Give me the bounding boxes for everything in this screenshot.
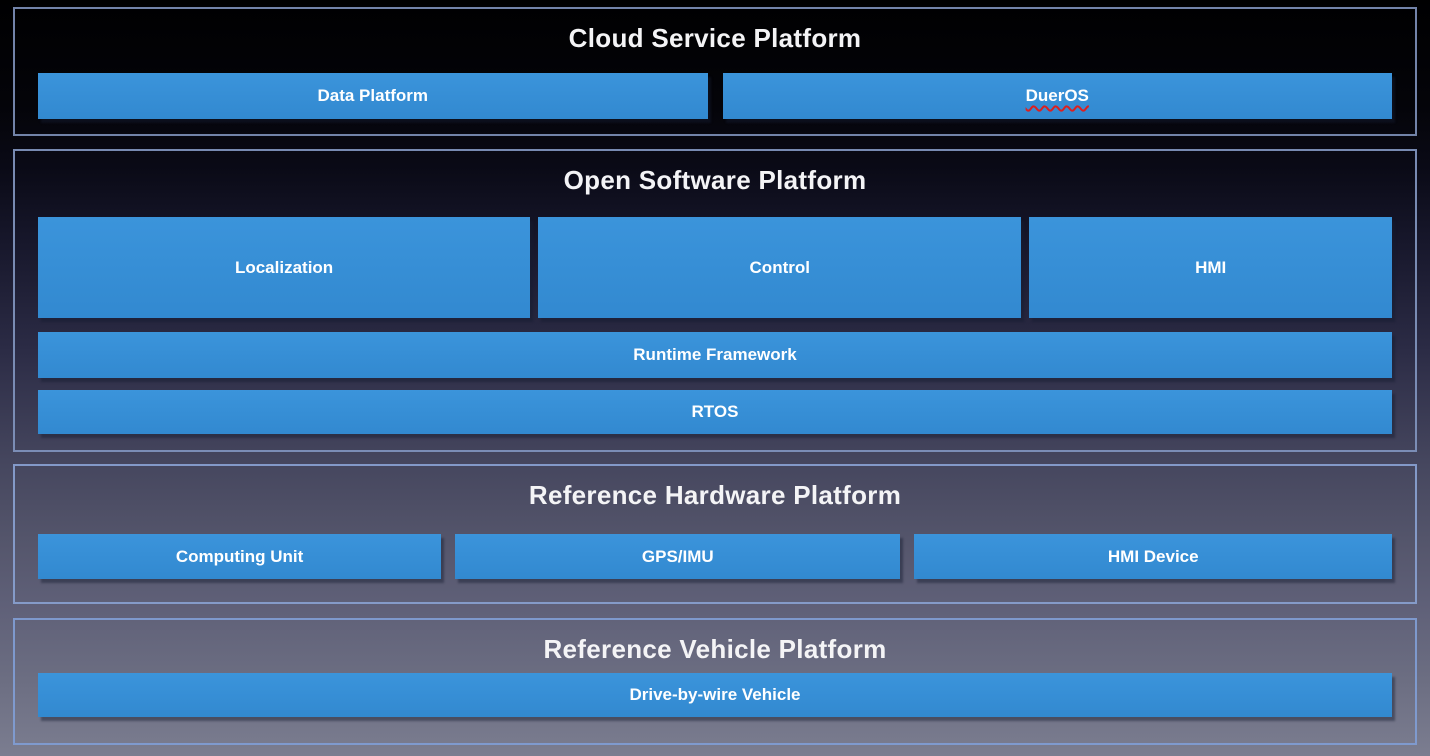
runtime-framework-row: Runtime Framework [15,332,1415,378]
box-hmi-device: HMI Device [914,534,1392,579]
box-label-misspelled: DuerOS [1025,86,1089,105]
vehicle-box-row: Drive-by-wire Vehicle [15,673,1415,717]
box-label: HMI Device [1107,546,1199,566]
box-rtos: RTOS [38,390,1392,434]
software-module-row: Localization Control HMI [15,217,1415,318]
box-gps-imu: GPS/IMU [455,534,901,579]
box-label: HMI [1195,257,1227,277]
section-title: Cloud Service Platform [568,23,862,53]
box-label: Drive-by-wire Vehicle [629,685,801,704]
section-cloud-service-platform: Cloud Service Platform Data Platform Due… [13,7,1417,136]
box-label: Localization [234,257,334,277]
box-control: Control [538,217,1022,318]
cloud-box-row: Data Platform DuerOS [15,73,1415,119]
box-hmi: HMI [1029,217,1392,318]
box-dueros: DuerOS [722,73,1392,119]
box-drive-by-wire-vehicle: Drive-by-wire Vehicle [38,673,1392,717]
box-computing-unit: Computing Unit [38,534,442,579]
section-title: Reference Vehicle Platform [543,634,887,664]
box-data-platform: Data Platform [38,73,708,119]
box-label: Runtime Framework [633,345,797,364]
rtos-row: RTOS [15,390,1415,434]
section-title: Open Software Platform [563,165,867,195]
section-title: Reference Hardware Platform [528,480,902,510]
box-label: Control [749,257,810,277]
box-label: GPS/IMU [641,546,714,566]
section-reference-hardware-platform: Reference Hardware Platform Computing Un… [13,464,1417,604]
section-open-software-platform: Open Software Platform Localization Cont… [13,149,1417,452]
hardware-box-row: Computing Unit GPS/IMU HMI Device [15,534,1415,579]
box-label: RTOS [691,402,739,421]
box-runtime-framework: Runtime Framework [38,332,1392,378]
box-localization: Localization [38,217,531,318]
box-label: Computing Unit [175,546,304,566]
section-reference-vehicle-platform: Reference Vehicle Platform Drive-by-wire… [13,618,1417,745]
box-label: Data Platform [317,86,429,105]
